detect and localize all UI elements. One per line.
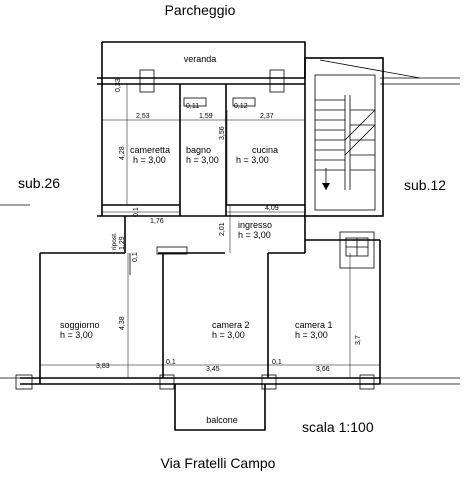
dim-label: 0,1 — [133, 207, 140, 217]
ripost-label: ripost. — [111, 232, 118, 250]
dim-label: 0,11 — [186, 103, 199, 110]
balcone-label: balcone — [206, 415, 238, 425]
sub-left-label: sub.26 — [18, 175, 60, 191]
stairwell — [304, 57, 384, 269]
room-cameretta: cameretta h = 3,00 — [130, 145, 170, 165]
dim-label: 3,66 — [316, 366, 330, 373]
room-name: camera 2 — [212, 320, 250, 330]
dim-label: 3,45 — [206, 366, 220, 373]
dim-label: 3,56 — [219, 126, 226, 140]
room-camera-2: camera 2 h = 3,00 — [212, 320, 250, 340]
room-name: ingresso — [238, 220, 272, 230]
dim-label: 2,53 — [136, 113, 150, 120]
room-height: h = 3,00 — [133, 155, 166, 165]
room-name: camera 1 — [295, 320, 333, 330]
room-soggiorno: soggiorno h = 3,00 — [60, 320, 100, 340]
dim-label: 0,33 — [115, 78, 122, 92]
dim-label: 0,1 — [272, 359, 282, 366]
room-name: soggiorno — [60, 320, 100, 330]
room-name: cucina — [252, 145, 278, 155]
dim-label: 3,83 — [96, 363, 110, 370]
dim-label: 0,1 — [166, 359, 176, 366]
street-label: Via Fratelli Campo — [161, 455, 276, 471]
dim-label: 0,12 — [234, 103, 248, 110]
sub-right-label: sub.12 — [404, 177, 446, 193]
dim-label: 2,37 — [260, 113, 274, 120]
dim-label: 4,38 — [119, 316, 126, 330]
room-cucina: cucina h = 3,00 — [236, 145, 278, 165]
windows — [0, 59, 460, 390]
room-ingresso: ingresso h = 3,00 — [238, 220, 272, 240]
dim-label: 1,29 — [119, 236, 126, 250]
room-height: h = 3,00 — [60, 330, 93, 340]
parking-label: Parcheggio — [165, 2, 236, 18]
room-height: h = 3,00 — [212, 330, 245, 340]
scale-label: scala 1:100 — [302, 419, 374, 435]
dim-label: 0,1 — [132, 252, 139, 262]
dimension-labels: 0,33 2,53 1,59 2,37 0,11 0,12 4,28 3,56 … — [96, 78, 362, 373]
room-height: h = 3,00 — [186, 155, 219, 165]
room-name: cameretta — [130, 145, 170, 155]
balcony — [174, 384, 266, 431]
dim-label: 4,09 — [265, 205, 279, 212]
room-height: h = 3,00 — [236, 155, 269, 165]
veranda-label: veranda — [184, 54, 217, 64]
interior-walls — [102, 84, 306, 378]
dim-label: 4,28 — [119, 146, 126, 160]
exterior-walls — [20, 41, 381, 385]
room-bagno: bagno h = 3,00 — [186, 145, 219, 165]
dimension-lines — [40, 84, 380, 378]
room-height: h = 3,00 — [295, 330, 328, 340]
dim-label: 2,01 — [219, 222, 226, 236]
room-camera-1: camera 1 h = 3,00 — [295, 320, 333, 340]
dim-label: 3,7 — [355, 335, 362, 345]
dim-label: 1,76 — [150, 218, 164, 225]
dim-label: 1,59 — [199, 113, 213, 120]
room-height: h = 3,00 — [238, 230, 271, 240]
room-name: bagno — [186, 145, 211, 155]
